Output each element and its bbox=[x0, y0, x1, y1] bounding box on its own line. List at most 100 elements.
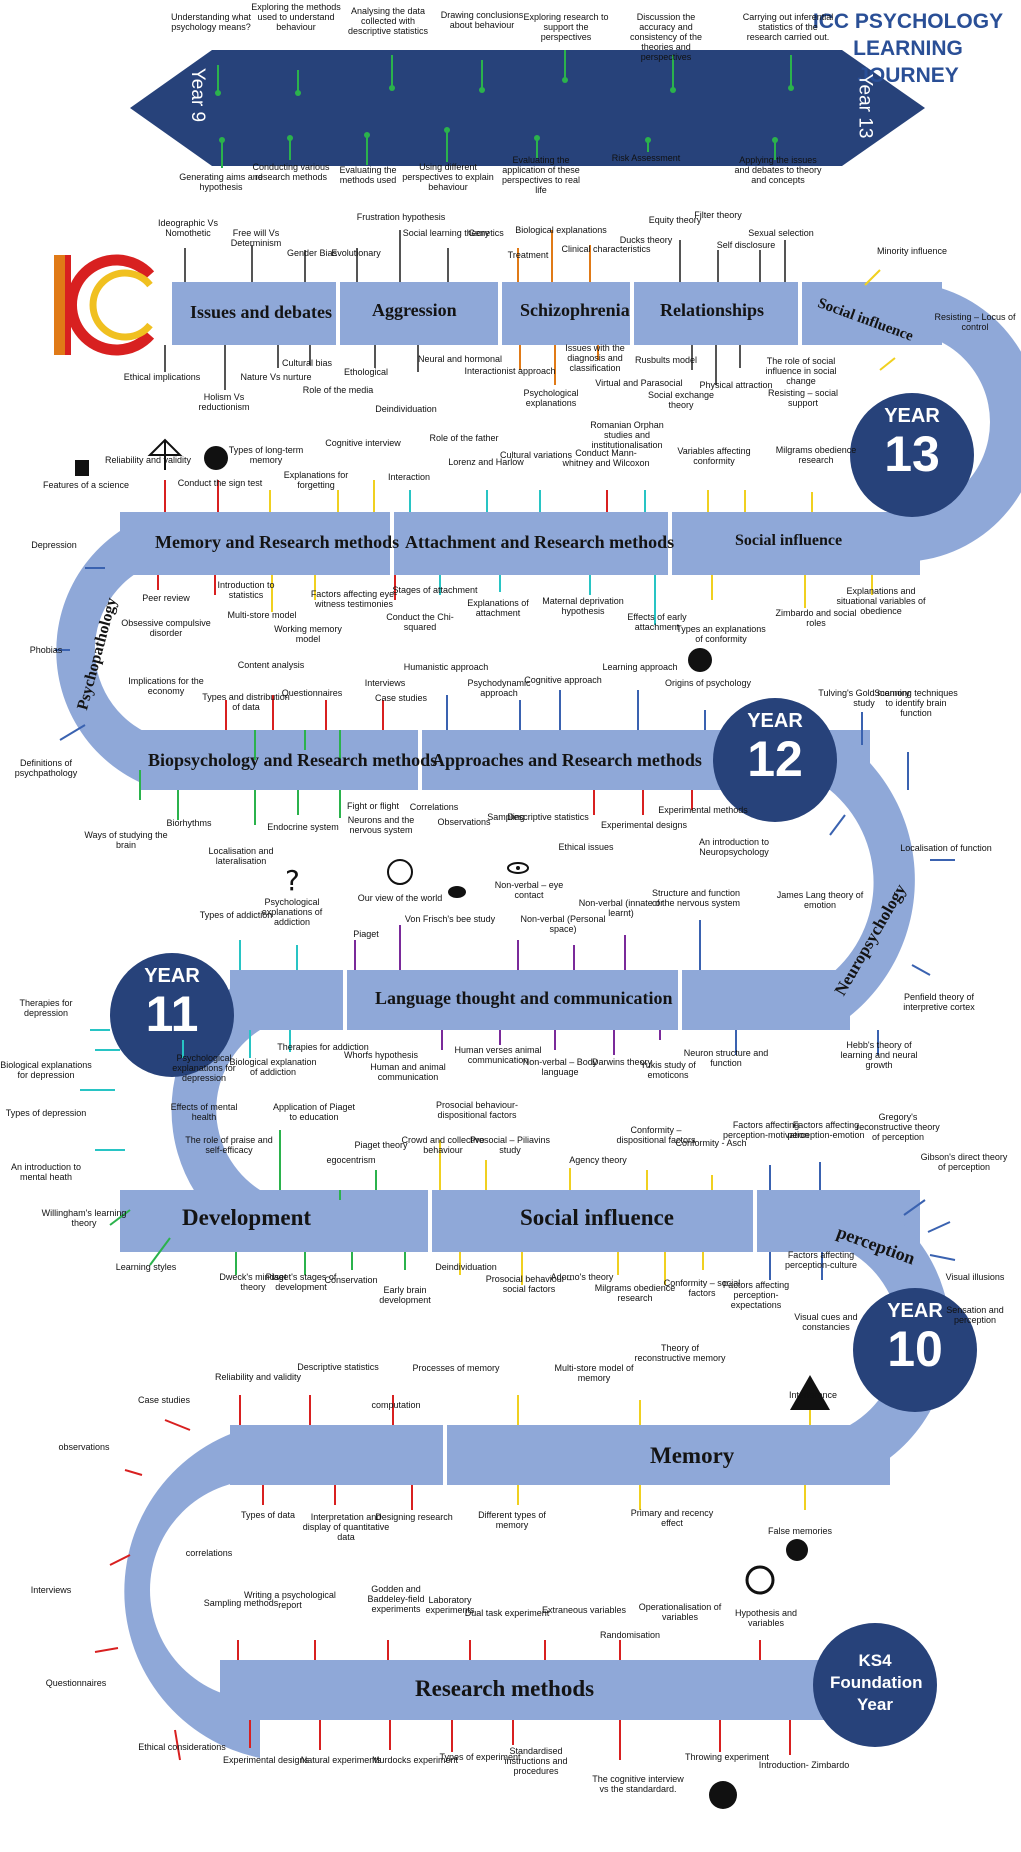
curve-left-3 bbox=[124, 1425, 260, 1758]
curve-right-1 bbox=[900, 282, 1021, 562]
label-j8: Human verses animal communication bbox=[454, 1045, 542, 1065]
label-j6: Whorfs hypothesis bbox=[343, 1050, 419, 1060]
band-row5 bbox=[120, 1190, 920, 1252]
label-a1: Understanding what psychology means? bbox=[170, 12, 252, 32]
label-b3: Evaluating the methods used bbox=[339, 165, 397, 185]
label-f2: Peer review bbox=[142, 593, 190, 603]
label-b4: Using different perspectives to explain … bbox=[402, 162, 494, 192]
label-c10: Clinical characteristics bbox=[561, 244, 651, 254]
label-o2: Experimental designs bbox=[222, 1755, 310, 1765]
label-k17: Gibson's direct theory of perception bbox=[920, 1152, 1008, 1172]
label-h9: Observations bbox=[437, 817, 491, 827]
label-d6: Role of the media bbox=[302, 385, 374, 395]
label-f13: Zimbardo and social roles bbox=[775, 608, 857, 628]
label-f7: Conduct the Chi-squared bbox=[386, 612, 454, 632]
road bbox=[56, 282, 1021, 1758]
label-l9: Adorno's theory bbox=[550, 1272, 614, 1282]
band-row7 bbox=[220, 1660, 870, 1720]
label-i7: Non-verbal (Personal space) bbox=[520, 914, 606, 934]
label-d16: The role of social influence in social c… bbox=[765, 356, 837, 386]
label-a3: Analysing the data collected with descri… bbox=[347, 6, 429, 36]
label-e5: Cognitive interview bbox=[325, 438, 401, 448]
topic-memory-research: Memory and Research methods bbox=[155, 532, 400, 552]
label-h15: An introduction to Neuropsychology bbox=[698, 837, 770, 857]
label-c5: Frustration hypothesis bbox=[356, 212, 446, 222]
label-e13: Milgrams obedience research bbox=[775, 445, 857, 465]
label-k3: Effects of mental health bbox=[170, 1102, 238, 1122]
label-b1: Generating aims and hypothesis bbox=[179, 172, 263, 192]
label-j10: Darwins theory bbox=[591, 1057, 653, 1067]
label-h7: Neurons and the nervous system bbox=[347, 815, 415, 835]
topic-issues-debates: Issues and debates bbox=[190, 302, 333, 322]
label-d3: Nature Vs nurture bbox=[240, 372, 312, 382]
label-c17: Resisting – Locus of control bbox=[934, 312, 1016, 332]
svg-text:?: ? bbox=[285, 864, 300, 897]
label-o3: Natural experiments bbox=[300, 1755, 382, 1765]
bee-icon bbox=[448, 886, 466, 898]
label-n15: Randomisation bbox=[599, 1630, 661, 1640]
label-g10: Psychodynamic approach bbox=[467, 678, 531, 698]
label-l5: Conservation bbox=[324, 1275, 378, 1285]
topic-social-influence-12: Social influence bbox=[735, 532, 843, 549]
topic-schizophrenia: Schizophrenia bbox=[520, 300, 630, 320]
label-l10: Milgrams obedience research bbox=[594, 1283, 676, 1303]
label-c9: Biological explanations bbox=[515, 225, 607, 235]
topic-biopsychology-research: Biopsychology and Research methods bbox=[148, 750, 438, 770]
label-f4: Multi-store model bbox=[227, 610, 297, 620]
label-b6: Risk Assessment bbox=[611, 153, 681, 163]
label-o8: Throwing experiment bbox=[684, 1752, 770, 1762]
hand-icon bbox=[204, 446, 228, 470]
logo-icon bbox=[54, 254, 155, 356]
label-o5: Types of experiment bbox=[439, 1752, 521, 1762]
label-a7: Carrying out inferential statistics of t… bbox=[742, 12, 834, 42]
topic-research-methods: Research methods bbox=[415, 1676, 595, 1701]
label-k16: Gregory's reconstructive theory of perce… bbox=[856, 1112, 940, 1142]
label-n9: Sampling methods bbox=[203, 1598, 279, 1608]
label-g15: Scanning techniques to identify brain fu… bbox=[874, 688, 958, 718]
label-f3: Introduction to statistics bbox=[217, 580, 275, 600]
label-h1: Definitions of psychpathology bbox=[14, 758, 78, 778]
label-g3: Implications for the economy bbox=[128, 676, 204, 696]
band-row2 bbox=[120, 512, 920, 575]
clock-icon bbox=[745, 1565, 775, 1595]
label-d5: Ethological bbox=[343, 367, 389, 377]
label-e12: Variables affecting conformity bbox=[677, 446, 751, 466]
label-h10: Sampling bbox=[487, 812, 525, 822]
label-a4: Drawing conclusions about behaviour bbox=[440, 10, 524, 30]
ks4-circle bbox=[813, 1623, 937, 1747]
label-f5: Working memory model bbox=[274, 624, 342, 644]
label-o9: Introduction- Zimbardo bbox=[758, 1760, 850, 1770]
label-k6: Piaget theory bbox=[354, 1140, 408, 1150]
label-i3: Piaget bbox=[353, 929, 379, 939]
topic-memory: Memory bbox=[650, 1443, 735, 1468]
band-row1 bbox=[172, 282, 942, 345]
label-i4: Our view of the world bbox=[357, 893, 443, 903]
label-l12: Factors affecting perception-expectation… bbox=[722, 1280, 790, 1310]
label-e14: Features of a science bbox=[42, 480, 130, 490]
label-e8: Lorenz and Harlow bbox=[448, 457, 524, 467]
label-h11: Descriptive statistics bbox=[507, 812, 589, 822]
label-n16: Operationalisation of variables bbox=[638, 1602, 722, 1622]
label-g2: Phobias bbox=[29, 645, 63, 655]
label-k4: The role of praise and self-efficacy bbox=[185, 1135, 273, 1155]
curve-right-2 bbox=[830, 730, 915, 1030]
label-a6: Discussion the accuracy and consistency … bbox=[629, 12, 703, 62]
topic-relationships: Relationships bbox=[660, 300, 765, 320]
label-c3: Gender Bias bbox=[286, 248, 338, 258]
arrow-start-label: Year 9 bbox=[187, 67, 209, 123]
label-h3: Biorhythms bbox=[166, 818, 212, 828]
label-g4: Content analysis bbox=[237, 660, 305, 670]
label-j13: Hebb's theory of learning and neural gro… bbox=[840, 1040, 918, 1070]
label-b2: Conducting various research methods bbox=[252, 162, 330, 182]
label-n17: Hypothesis and variables bbox=[734, 1608, 798, 1628]
globe-icon bbox=[387, 859, 413, 885]
eye-icon bbox=[507, 862, 529, 874]
label-l15: Visual illusions bbox=[945, 1272, 1005, 1282]
label-f9: Explanations of attachment bbox=[467, 598, 529, 618]
label-f11: Effects of early attachment bbox=[627, 612, 687, 632]
label-n12: Laboratory experiments bbox=[425, 1595, 475, 1615]
